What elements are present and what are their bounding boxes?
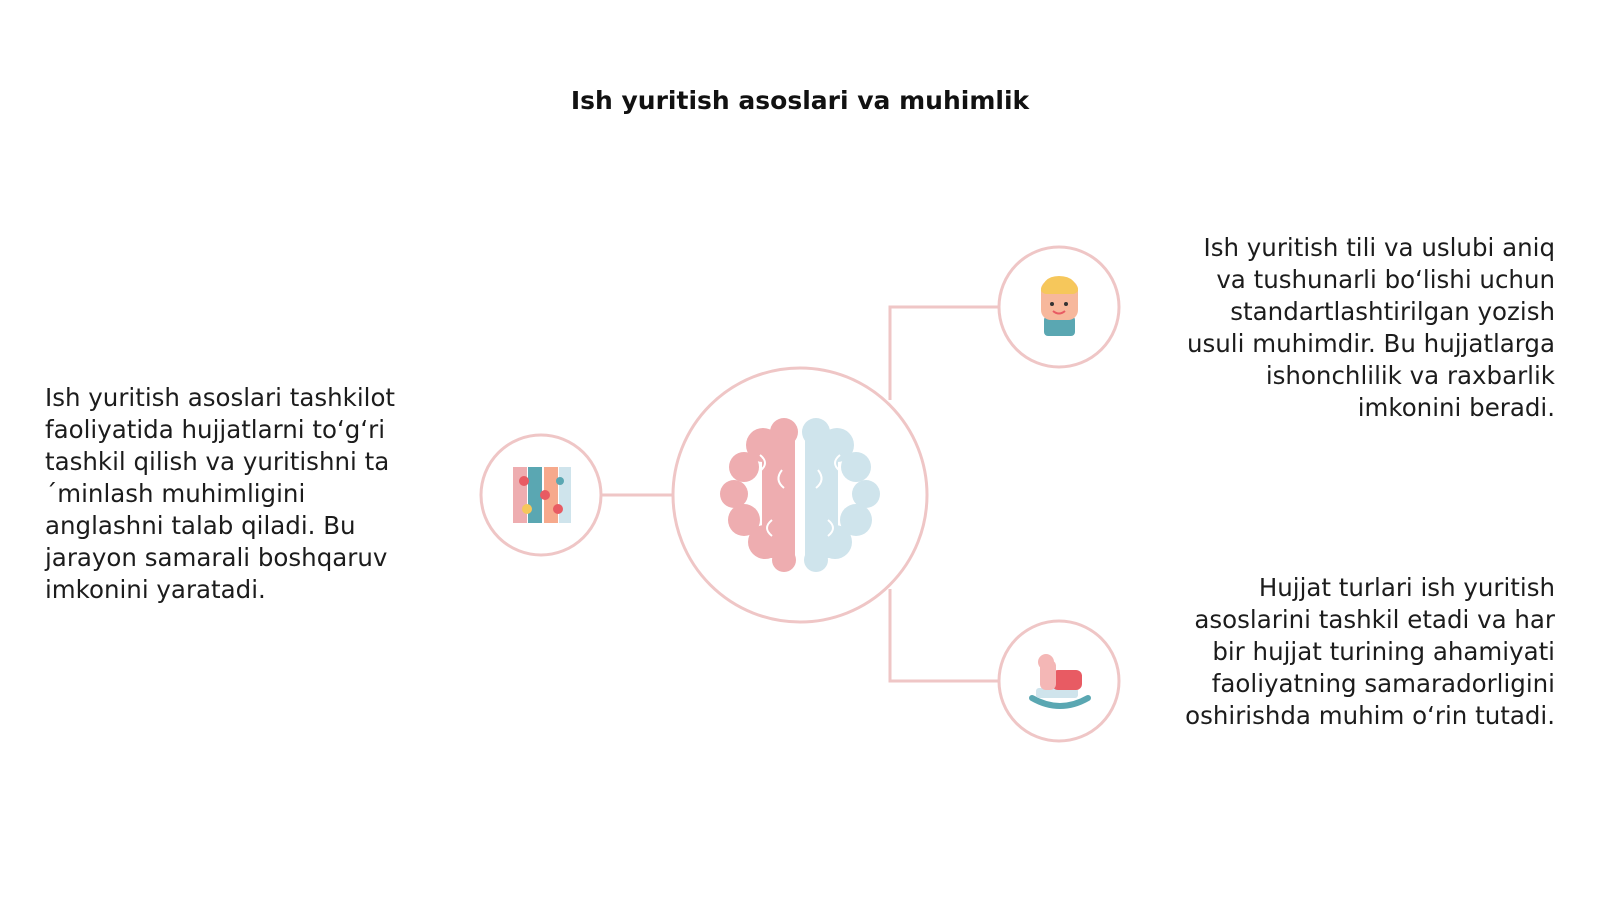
top-right-description: Ish yuritish tili va uslubi aniq va tush… xyxy=(1186,233,1555,422)
bottom-right-node xyxy=(997,619,1121,743)
top-right-node xyxy=(997,245,1121,369)
connector-lines xyxy=(601,305,998,683)
slide-title: Ish yuritish asoslari va muhimlik xyxy=(570,86,1030,115)
puzzle-icon xyxy=(513,467,571,523)
left-description: Ish yuritish asoslari tashkilot faoliyat… xyxy=(45,383,396,604)
center-node xyxy=(671,366,929,624)
person-icon xyxy=(1041,276,1078,336)
left-node xyxy=(479,433,603,557)
brain-icon xyxy=(720,418,880,572)
rocking-horse-icon xyxy=(1029,654,1091,709)
connector-bottom-right xyxy=(888,589,998,683)
connector-top-right xyxy=(888,305,998,400)
bottom-right-description: Hujjat turlari ish yuritish asoslarini t… xyxy=(1185,573,1555,730)
